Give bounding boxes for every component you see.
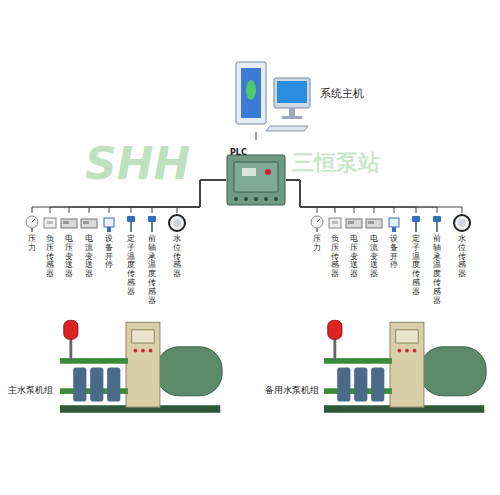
sensor-icon bbox=[100, 213, 118, 233]
connector-line bbox=[256, 132, 257, 140]
pump-unit: 备用水泵机组 bbox=[262, 318, 498, 428]
sensor-label: 水位传感器 bbox=[173, 235, 181, 279]
sensor-icon bbox=[60, 213, 78, 233]
sensor-label: 设备开停 bbox=[390, 235, 398, 270]
sensor-icon bbox=[326, 213, 344, 233]
sensor-label: 设备开停 bbox=[105, 235, 113, 270]
sensor-icon bbox=[168, 213, 186, 233]
watermark-text: SHH bbox=[85, 138, 190, 189]
sensor-label: 前轴承温度传感器 bbox=[148, 235, 156, 305]
pump-label: 主水泵机组 bbox=[8, 384, 53, 397]
pump-unit-illustration bbox=[60, 318, 225, 418]
plc-box-symbol bbox=[226, 154, 286, 206]
sensor-icon bbox=[122, 213, 140, 233]
sensor-icon bbox=[80, 213, 98, 233]
sensor-device: 水位传感器 bbox=[168, 213, 186, 279]
sensor-icon bbox=[23, 213, 41, 233]
sensor-label: 压力 bbox=[313, 235, 321, 253]
sensor-device: 定子温度传感器 bbox=[122, 213, 140, 297]
sensor-device: 设备开停 bbox=[385, 213, 403, 270]
connector-line bbox=[286, 180, 462, 213]
sensor-label: 压力 bbox=[28, 235, 36, 253]
sensor-device: 定子温度传感器 bbox=[407, 213, 425, 297]
sensor-label: 水位传感器 bbox=[458, 235, 466, 279]
sensor-label: 电压变送器 bbox=[65, 235, 73, 279]
sensor-label: 前轴承温度传感器 bbox=[433, 235, 441, 305]
sensor-icon bbox=[143, 213, 161, 233]
pump-unit: 主水泵机组 bbox=[5, 318, 245, 428]
connector-line bbox=[286, 180, 416, 213]
pump-label: 备用水泵机组 bbox=[265, 384, 319, 397]
sensor-icon bbox=[345, 213, 363, 233]
connector-line bbox=[286, 180, 335, 213]
sensor-label: 定子温度传感器 bbox=[412, 235, 420, 297]
computer-icon bbox=[232, 60, 312, 132]
sensor-icon bbox=[365, 213, 383, 233]
connector-line bbox=[286, 180, 317, 213]
plc-cabinet: PLC bbox=[226, 140, 286, 206]
pump-unit-illustration bbox=[324, 318, 489, 418]
sensor-device: 水位传感器 bbox=[453, 213, 471, 279]
sensor-label: 负压传感器 bbox=[46, 235, 54, 279]
sensor-icon bbox=[41, 213, 59, 233]
sensor-device: 压力 bbox=[23, 213, 41, 253]
connector-line bbox=[286, 180, 354, 213]
sensor-icon bbox=[453, 213, 471, 233]
sensor-icon bbox=[385, 213, 403, 233]
sensor-device: 压力 bbox=[308, 213, 326, 253]
plc-label: PLC bbox=[230, 148, 247, 157]
host-computer: 系统主机 bbox=[232, 60, 368, 132]
sensor-icon bbox=[407, 213, 425, 233]
sensor-label: 电压变送器 bbox=[350, 235, 358, 279]
sensor-device: 前轴承温度传感器 bbox=[428, 213, 446, 305]
sensor-label: 负压传感器 bbox=[331, 235, 339, 279]
sensor-icon bbox=[308, 213, 326, 233]
sensor-icon bbox=[428, 213, 446, 233]
sensor-label: 电流变送器 bbox=[85, 235, 93, 279]
connector-line bbox=[286, 180, 394, 213]
connector-line bbox=[286, 180, 374, 213]
sensor-device: 前轴承温度传感器 bbox=[143, 213, 161, 305]
sensor-device: 电压变送器 bbox=[345, 213, 363, 279]
sensor-device: 负压传感器 bbox=[41, 213, 59, 279]
sensor-device: 设备开停 bbox=[100, 213, 118, 270]
connector-line bbox=[286, 180, 437, 213]
sensor-device: 电流变送器 bbox=[80, 213, 98, 279]
sensor-device: 电压变送器 bbox=[60, 213, 78, 279]
sensor-label: 电流变送器 bbox=[370, 235, 378, 279]
sensor-device: 电流变送器 bbox=[365, 213, 383, 279]
host-label: 系统主机 bbox=[320, 86, 364, 101]
watermark-text: 三恒泵站 bbox=[292, 148, 380, 178]
sensor-label: 定子温度传感器 bbox=[127, 235, 135, 297]
sensor-device: 负压传感器 bbox=[326, 213, 344, 279]
